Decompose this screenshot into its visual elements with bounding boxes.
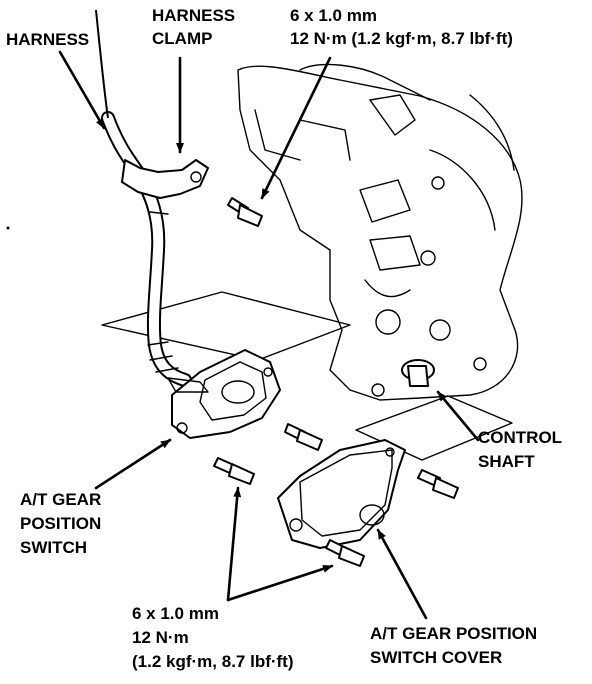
bolt-top bbox=[227, 197, 263, 227]
bottom-spec-label-line3: (1.2 kgf·m, 8.7 lbf·ft) bbox=[132, 652, 294, 671]
bottom-spec-label-line1: 6 x 1.0 mm bbox=[132, 604, 219, 623]
switch-label-line1: A/T GEAR bbox=[20, 490, 102, 509]
transmission-housing bbox=[237, 63, 523, 401]
bottom-spec-label-line2: 12 N·m bbox=[132, 628, 189, 647]
switch-label-line2: POSITION bbox=[20, 514, 102, 533]
switch-label-line3: SWITCH bbox=[20, 538, 88, 557]
leader-arrows bbox=[58, 50, 480, 620]
control-shaft-label-line1: CONTROL bbox=[478, 428, 563, 447]
harness-clamp-label-line2: CLAMP bbox=[152, 29, 213, 48]
bolt-right bbox=[417, 469, 459, 499]
bolt-cover bbox=[325, 539, 365, 567]
control-shaft-label-line2: SHAFT bbox=[478, 452, 535, 471]
stray-dot bbox=[6, 226, 10, 230]
at-gear-position-switch bbox=[167, 349, 281, 439]
top-spec-label-line2: 12 N·m (1.2 kgf·m, 8.7 lbf·ft) bbox=[290, 29, 513, 48]
cover-label-line2: SWITCH COVER bbox=[370, 648, 503, 667]
switch-cover bbox=[277, 439, 406, 549]
bolt-left bbox=[213, 457, 255, 485]
harness-clamp-label-line1: HARNESS bbox=[152, 6, 236, 25]
wiring-harness bbox=[95, 9, 192, 387]
top-spec-label-line1: 6 x 1.0 mm bbox=[290, 6, 377, 25]
bolt-mid bbox=[284, 423, 323, 451]
cover-label-line1: A/T GEAR POSITION bbox=[370, 624, 538, 643]
harness-label: HARNESS bbox=[6, 30, 90, 49]
harness-clamp bbox=[121, 159, 209, 199]
